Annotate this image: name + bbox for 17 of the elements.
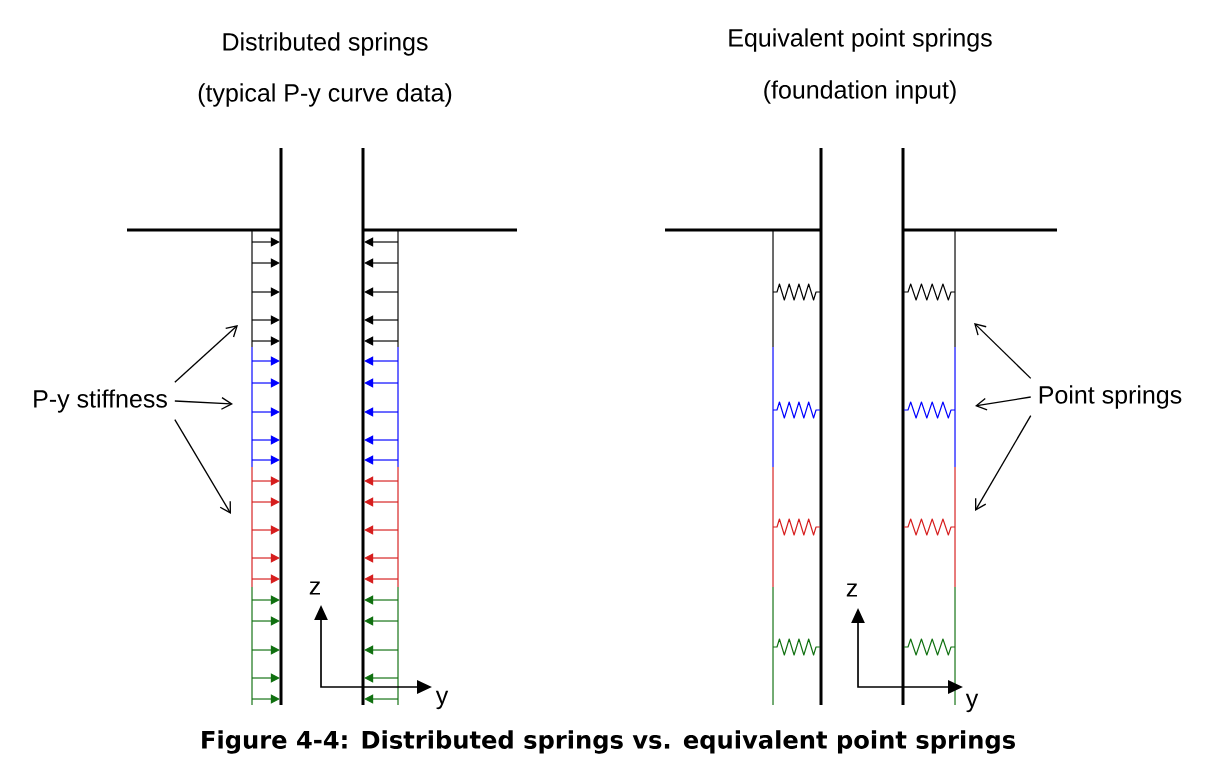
leader-arrow (174, 325, 238, 383)
leader-arrow (975, 396, 1032, 411)
leader-arrow (974, 323, 1032, 379)
subtitle-text: (foundation input) (764, 80, 956, 104)
title-text: Equivalent point springs (729, 28, 992, 52)
subtitle-text: (typical P-y curve data) (198, 83, 452, 107)
axis-label: z (309, 581, 320, 595)
axis-label: y (965, 693, 979, 713)
callout-text: P-y stiffness (34, 389, 167, 413)
axis-label: y (435, 690, 449, 710)
axis-label: z (846, 583, 857, 597)
leader-arrow (975, 415, 1032, 511)
callout-text: Point springs (1039, 385, 1182, 409)
leader-arrow (174, 396, 233, 410)
leader-arrow (174, 419, 231, 514)
title-text: Distributed springs (223, 32, 428, 56)
caption-text: Figure 4-4: Distributed springs vs. equivalent point springs (202, 730, 1015, 754)
